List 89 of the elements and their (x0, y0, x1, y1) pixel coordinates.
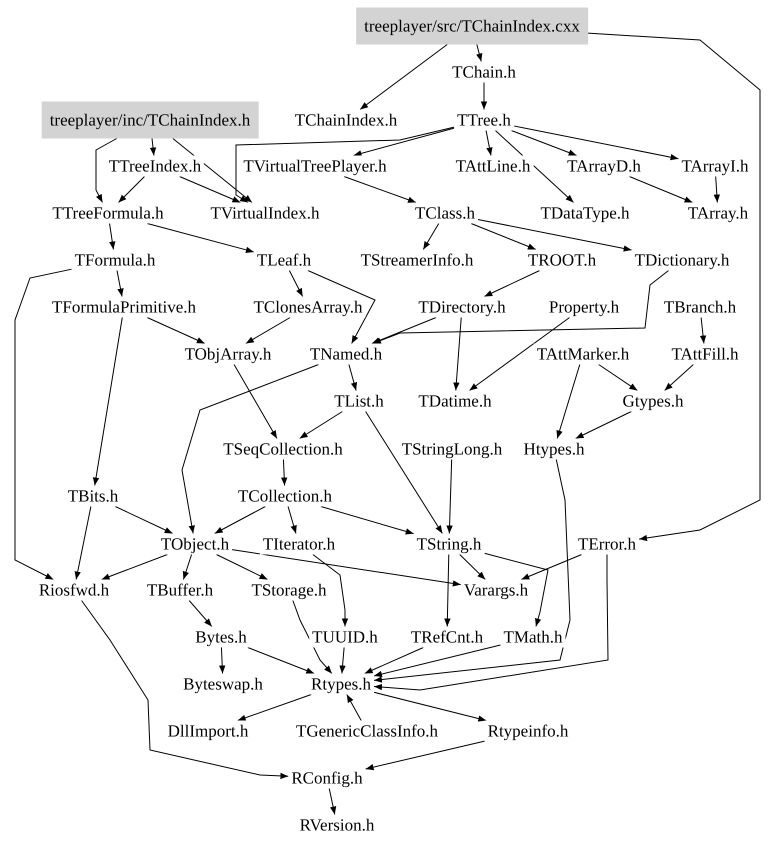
arrow (476, 44, 482, 62)
arrow (364, 647, 424, 674)
arrow (575, 411, 632, 439)
header-label: TString.h (414, 534, 484, 554)
arrow (232, 549, 462, 587)
arrow (172, 138, 253, 203)
arrow (374, 554, 608, 690)
header-label: TFormula.h (72, 250, 158, 270)
arrow (446, 459, 453, 534)
arrow (374, 459, 570, 683)
arrow (348, 364, 358, 391)
arrow (486, 130, 493, 156)
arrow (234, 364, 278, 439)
arrow (182, 554, 192, 580)
header-label: TDataType.h (538, 202, 632, 224)
arrow (468, 317, 570, 391)
arrow (520, 554, 582, 580)
arrow (81, 600, 289, 780)
arrow (494, 130, 574, 203)
header-label: TObjArray.h (182, 344, 274, 364)
arrow (92, 317, 123, 486)
arrow (328, 788, 336, 815)
arrow (307, 270, 376, 344)
header-label: TDictionary.h (632, 250, 732, 270)
arrow (181, 364, 320, 534)
arrow (346, 694, 362, 721)
arrow (179, 176, 241, 203)
arrow (150, 138, 156, 156)
arrow (312, 554, 348, 627)
arrow (288, 506, 297, 534)
arrow (299, 411, 343, 439)
arrow (484, 552, 549, 627)
arrow (14, 268, 72, 580)
arrow (371, 317, 437, 344)
arrow (118, 176, 145, 203)
arrow (245, 317, 291, 344)
arrow (444, 554, 451, 627)
arrow (288, 270, 304, 297)
arrow (74, 506, 92, 580)
arrow (478, 219, 632, 252)
header-label: TClonesArray.h (250, 296, 366, 318)
arrow (114, 506, 174, 534)
arrow (101, 554, 168, 580)
arrow (214, 506, 266, 534)
arrow (353, 128, 455, 156)
arrow (374, 692, 487, 722)
arrow (365, 740, 486, 770)
header-label: TArrayD.h (564, 156, 644, 176)
arrow (236, 126, 455, 203)
arrow (96, 138, 118, 203)
arrow (188, 600, 212, 627)
header-label: TMath.h (500, 626, 566, 648)
arrow (281, 459, 288, 486)
arrow (320, 506, 414, 534)
arrow (556, 364, 580, 439)
arrow (459, 554, 486, 580)
arrow (219, 647, 226, 674)
arrow (116, 270, 124, 297)
arrow (470, 223, 536, 250)
arrow (109, 223, 116, 250)
file-box: treeplayer/src/TChainIndex.cxx (356, 8, 588, 44)
arrow (374, 644, 501, 678)
arrow (513, 125, 679, 160)
arrow (453, 317, 462, 391)
arrow (146, 317, 206, 344)
arrow (344, 176, 416, 203)
arrow (598, 364, 638, 391)
header-label: Rtypes.h (308, 674, 374, 694)
arrow (365, 411, 443, 534)
arrow (237, 694, 312, 721)
arrow (714, 176, 720, 203)
arrow (247, 647, 315, 674)
arrow (216, 554, 268, 580)
header-label: TClass.h (412, 202, 478, 224)
arrow (587, 32, 760, 542)
arrow (422, 223, 440, 250)
header-label: Rtypeinfo.h (484, 720, 572, 742)
arrow (480, 82, 488, 110)
arrow (339, 647, 346, 674)
arrow (510, 130, 578, 156)
arrow (146, 223, 254, 253)
arrow (700, 317, 706, 344)
arrow (360, 44, 448, 110)
header-label: TAttMarker.h (534, 344, 632, 364)
arrow (664, 364, 694, 391)
arrow (484, 270, 540, 297)
arrow (292, 600, 332, 674)
arrow (628, 176, 694, 203)
file-box: treeplayer/inc/TChainIndex.h (42, 102, 258, 138)
